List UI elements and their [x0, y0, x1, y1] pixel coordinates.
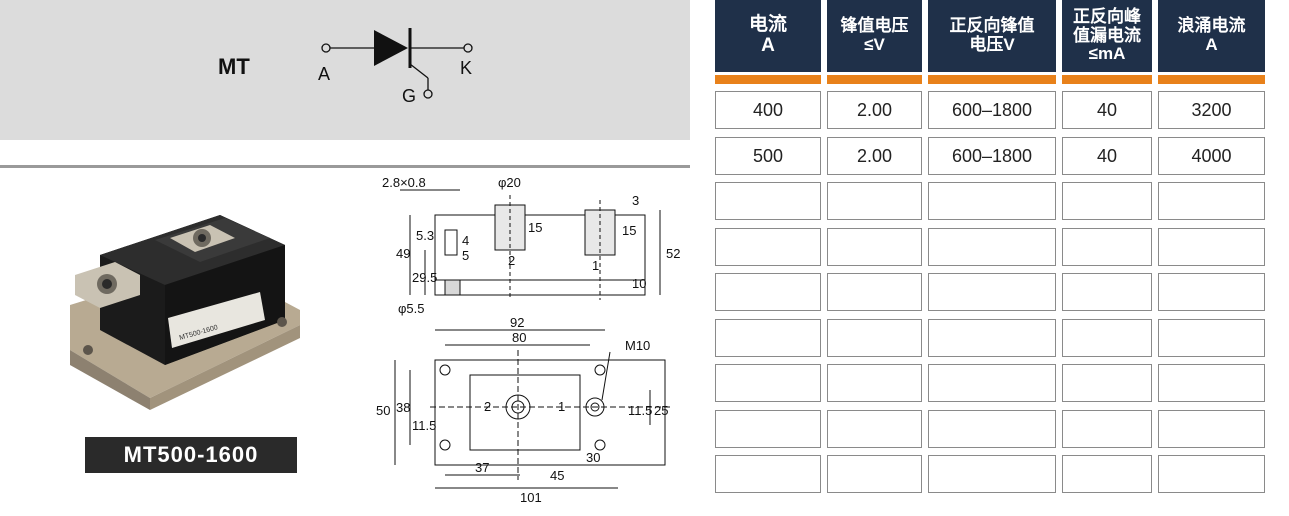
table-cell [715, 364, 821, 402]
table-cell [827, 319, 922, 357]
table-cell [715, 319, 821, 357]
table-cell [1158, 455, 1265, 493]
header-leakage-current: 正反向峰值漏电流≤mA [1062, 0, 1152, 72]
dim-value: 49 [396, 246, 410, 261]
table-cell [928, 273, 1056, 311]
dim-value: 25 [654, 403, 668, 418]
dim-value: 50 [376, 403, 390, 418]
table-cell [928, 228, 1056, 266]
dim-value: 45 [550, 468, 564, 483]
dim-value: 38 [396, 400, 410, 415]
dim-value: 2 [484, 399, 491, 414]
table-cell: 600–1800 [928, 137, 1056, 175]
table-cell [1158, 410, 1265, 448]
table-cell [1062, 228, 1152, 266]
dim-value: φ20 [498, 175, 521, 190]
terminal-g-label: G [402, 86, 416, 106]
dim-value: 15 [528, 220, 542, 235]
accent-bar [1158, 75, 1265, 84]
table-cell [715, 455, 821, 493]
table-cell: 2.00 [827, 91, 922, 129]
table-cell [1062, 182, 1152, 220]
dim-value: 11.5 [628, 403, 652, 418]
table-cell [1158, 319, 1265, 357]
table-cell [827, 455, 922, 493]
table-cell: 2.00 [827, 137, 922, 175]
dim-value: 80 [512, 330, 526, 345]
dim-value: 92 [510, 315, 524, 330]
dim-value: 5 [462, 248, 469, 263]
dim-value: φ5.5 [398, 301, 425, 316]
table-cell [1158, 364, 1265, 402]
table-cell: 400 [715, 91, 821, 129]
dim-value: 10 [632, 276, 646, 291]
table-cell [1062, 364, 1152, 402]
table-cell: 40 [1062, 91, 1152, 129]
dim-value: 1 [592, 258, 599, 273]
model-code: MT [218, 54, 250, 79]
dim-value: 30 [586, 450, 600, 465]
dim-value: 29.5 [412, 270, 437, 285]
table-cell: 3200 [1158, 91, 1265, 129]
table-cell [715, 410, 821, 448]
terminal-k-label: K [460, 58, 472, 78]
table-cell [827, 273, 922, 311]
table-cell [827, 182, 922, 220]
accent-bar [715, 75, 821, 84]
dim-value: 11.5 [412, 418, 436, 433]
header-repetitive-voltage: 正反向锋值电压V [928, 0, 1056, 72]
table-cell [928, 410, 1056, 448]
symbol-panel [0, 0, 690, 140]
table-cell: 600–1800 [928, 91, 1056, 129]
table-cell [715, 273, 821, 311]
table-cell [928, 319, 1056, 357]
table-cell [1158, 228, 1265, 266]
model-label: MT500-1600 [85, 437, 297, 473]
table-cell [928, 455, 1056, 493]
dim-value: 2.8×0.8 [382, 175, 426, 190]
dim-value: 101 [520, 490, 542, 505]
dim-value: 5.3 [416, 228, 434, 243]
dim-value: 52 [666, 246, 680, 261]
table-cell [1062, 410, 1152, 448]
table-cell [827, 410, 922, 448]
dim-value: 4 [462, 233, 469, 248]
product-photo: MT500-1600 [70, 215, 300, 410]
table-cell: 40 [1062, 137, 1152, 175]
terminal-a-label: A [318, 64, 330, 84]
table-cell [928, 364, 1056, 402]
outline-drawing: 2.8×0.8 φ20 3 5.3 15 15 4 5 2 1 49 52 29… [376, 175, 680, 505]
section-divider [0, 165, 690, 168]
table-cell [928, 182, 1056, 220]
table-cell: 500 [715, 137, 821, 175]
dim-value: 3 [632, 193, 639, 208]
table-cell: 4000 [1158, 137, 1265, 175]
table-cell [715, 182, 821, 220]
accent-bar [928, 75, 1056, 84]
accent-bar [827, 75, 922, 84]
table-cell [827, 228, 922, 266]
dim-value: 2 [508, 253, 515, 268]
table-cell [1158, 182, 1265, 220]
table-cell [1062, 455, 1152, 493]
thyristor-symbol-icon: A K G [318, 28, 473, 106]
header-peak-voltage: 锋值电压≤V [827, 0, 922, 72]
dim-value: 37 [475, 460, 489, 475]
table-cell [1062, 273, 1152, 311]
accent-bar [1062, 75, 1152, 84]
table-cell [827, 364, 922, 402]
table-cell [1062, 319, 1152, 357]
dim-value: 1 [558, 399, 565, 414]
dim-value: 15 [622, 223, 636, 238]
table-cell [715, 228, 821, 266]
dim-value: M10 [625, 338, 650, 353]
table-cell [1158, 273, 1265, 311]
